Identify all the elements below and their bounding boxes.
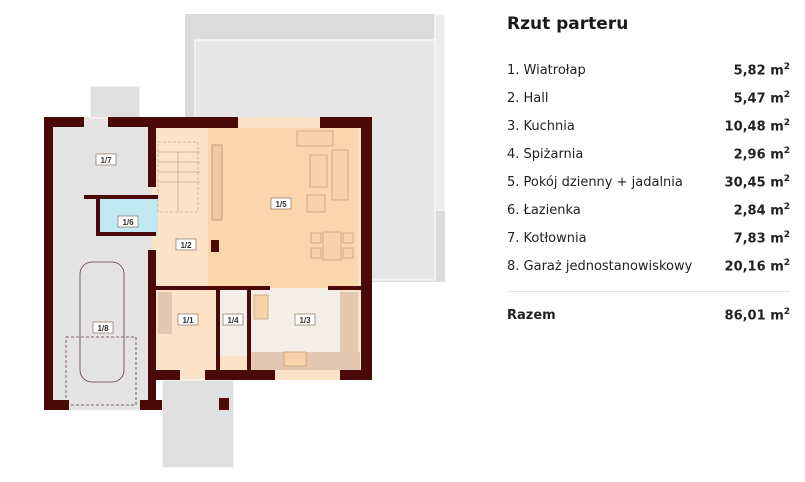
label-1-6: 1/6 [122, 218, 134, 227]
room-area: 2,84 m2 [733, 201, 790, 219]
room-row: 1. Wiatrołap 5,82 m2 [507, 60, 790, 80]
room-row: 4. Spiżarnia 2,96 m2 [507, 144, 790, 164]
room-name: 5. Pokój dzienny + jadalnia [507, 174, 683, 190]
room-name: 2. Hall [507, 90, 549, 106]
divider [507, 291, 790, 292]
room-row: 8. Garaż jednostanowiskowy 20,16 m2 [507, 256, 790, 276]
staircase [157, 141, 200, 213]
room-area: 30,45 m2 [724, 173, 790, 191]
kitchen-counter-side [340, 292, 358, 354]
label-1-3: 1/3 [299, 316, 311, 325]
chimney [211, 240, 219, 252]
room-row: 2. Hall 5,47 m2 [507, 88, 790, 108]
walls [44, 117, 372, 410]
room-area: 10,48 m2 [724, 117, 790, 135]
floor-plan: 1/7 1/6 1/2 1/5 1/8 1/1 1/4 1/3 [44, 13, 446, 469]
room-name: 1. Wiatrołap [507, 62, 586, 78]
fireplace [211, 144, 223, 221]
room-row: 7. Kotłownia 7,83 m2 [507, 228, 790, 248]
label-1-5: 1/5 [275, 200, 287, 209]
garage-area [44, 117, 156, 410]
room-row: 6. Łazienka 2,84 m2 [507, 200, 790, 220]
total-label: Razem [507, 307, 556, 323]
room-name: 8. Garaż jednostanowiskowy [507, 258, 693, 274]
room-area: 5,47 m2 [733, 89, 790, 107]
side-steps [89, 85, 141, 119]
car-icon [65, 261, 137, 406]
room-name: 4. Spiżarnia [507, 146, 584, 162]
room-area: 20,16 m2 [724, 257, 790, 275]
room-name: 3. Kuchnia [507, 118, 575, 134]
room-row: 5. Pokój dzienny + jadalnia 30,45 m2 [507, 172, 790, 192]
room-area: 5,82 m2 [733, 61, 790, 79]
label-1-4: 1/4 [227, 316, 239, 325]
room-labels: 1/7 1/6 1/2 1/5 1/8 1/1 1/4 1/3 [92, 153, 316, 334]
room-area: 2,96 m2 [733, 145, 790, 163]
label-1-2: 1/2 [180, 241, 192, 250]
room-name: 6. Łazienka [507, 202, 581, 218]
total-row: Razem 86,01 m2 [507, 305, 790, 325]
wardrobe [158, 292, 172, 334]
furniture [253, 130, 354, 367]
label-1-1: 1/1 [182, 316, 194, 325]
room-area: 7,83 m2 [733, 229, 790, 247]
total-area: 86,01 m2 [724, 306, 790, 324]
room-name: 7. Kotłownia [507, 230, 587, 246]
entry-porch [161, 379, 235, 469]
room-row: 3. Kuchnia 10,48 m2 [507, 116, 790, 136]
label-1-8: 1/8 [97, 324, 109, 333]
label-1-7: 1/7 [100, 156, 112, 165]
panel-title: Rzut parteru [507, 14, 629, 34]
